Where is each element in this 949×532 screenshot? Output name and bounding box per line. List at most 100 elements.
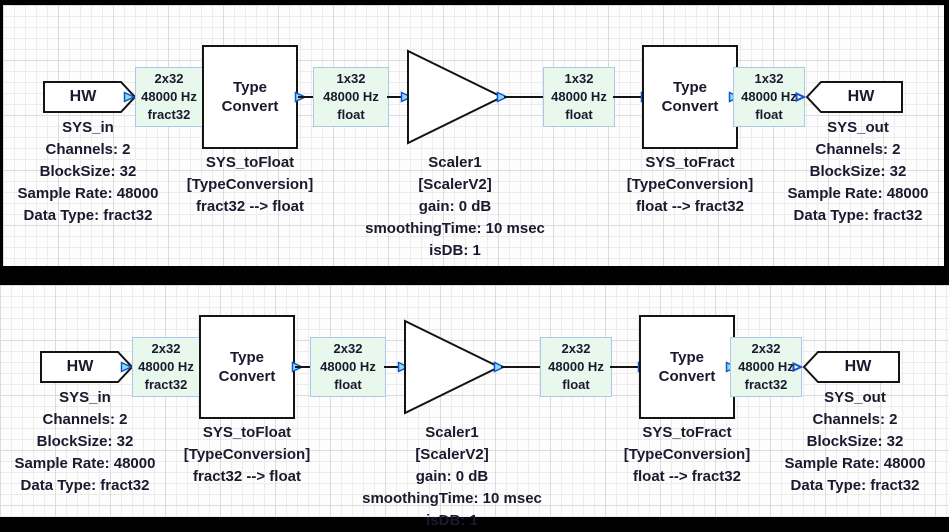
text-line: SYS_in: [59, 389, 111, 406]
text-line: Data Type: fract32: [23, 207, 153, 224]
text-line: [TypeConversion]: [186, 176, 314, 193]
text-line: Channels: 2: [812, 411, 898, 428]
text-line: Channels: 2: [42, 411, 128, 428]
text-line: float --> fract32: [636, 198, 744, 215]
text-line: [TypeConversion]: [183, 446, 311, 463]
pentagon-right-shape: [40, 351, 134, 383]
text-line: float: [755, 107, 783, 122]
text-line: isDB: 1: [429, 242, 481, 259]
wire[interactable]: [298, 96, 315, 98]
connection-pin-icon[interactable]: [496, 91, 509, 103]
text-line: fract32: [147, 107, 191, 122]
pentagon-left-shape: [802, 351, 900, 383]
text-line: SYS_out: [827, 119, 889, 136]
text-line: SYS_in: [62, 119, 114, 136]
hw-input-label: HW: [66, 358, 94, 375]
wire-label[interactable]: 2x32 48000 Hz fract32: [730, 337, 802, 397]
wire-label[interactable]: 1x32 48000 Hz float: [733, 67, 805, 127]
connection-pin-icon[interactable]: [493, 361, 506, 373]
scaler-block[interactable]: [403, 319, 503, 415]
type-convert-caption: SYS_toFract[TypeConversion]float --> fra…: [605, 152, 775, 218]
hw-input-label: HW: [69, 88, 97, 105]
text-line: smoothingTime: 10 msec: [362, 490, 542, 507]
text-line: float: [562, 377, 590, 392]
text-line: 2x32: [333, 341, 363, 356]
text-line: Sample Rate: 48000: [14, 455, 156, 472]
type-convert-caption: SYS_toFloat[TypeConversion]fract32 --> f…: [165, 152, 335, 218]
wire[interactable]: [384, 366, 405, 368]
type-convert-label: Type Convert: [661, 79, 719, 115]
text-line: BlockSize: 32: [809, 163, 907, 180]
text-line: 1x32: [754, 71, 784, 86]
text-line: 48000 Hz: [323, 89, 379, 104]
text-line: fract32 --> float: [193, 468, 301, 485]
text-line: float: [337, 107, 365, 122]
text-line: 48000 Hz: [551, 89, 607, 104]
text-line: BlockSize: 32: [36, 433, 134, 450]
type-convert-label: Type Convert: [218, 349, 276, 385]
text-line: SYS_out: [824, 389, 886, 406]
text-line: 48000 Hz: [741, 89, 797, 104]
type-convert-block-tofract[interactable]: Type Convert: [639, 315, 735, 419]
text-line: 2x32: [751, 341, 781, 356]
wire[interactable]: [501, 366, 542, 368]
type-convert-label: Type Convert: [221, 79, 279, 115]
signal-flow-canvas-bottom: HW 2x32 48000 Hz fract32 Type Convert 2x32…: [0, 285, 949, 529]
text-line: SYS_toFract: [645, 154, 735, 171]
text-line: fract32: [144, 377, 188, 392]
text-line: Channels: 2: [815, 141, 901, 158]
text-line: SYS_toFract: [642, 424, 732, 441]
connection-pin-icon[interactable]: [400, 91, 413, 103]
type-convert-block-tofloat[interactable]: Type Convert: [199, 315, 295, 419]
scaler-block[interactable]: [406, 49, 506, 145]
text-line: 48000 Hz: [141, 89, 197, 104]
text-line: 48000 Hz: [138, 359, 194, 374]
connection-pin-icon[interactable]: [120, 361, 133, 373]
type-convert-block-tofract[interactable]: Type Convert: [642, 45, 738, 149]
wire[interactable]: [387, 96, 408, 98]
wire[interactable]: [610, 366, 641, 368]
wire[interactable]: [504, 96, 545, 98]
text-line: 48000 Hz: [738, 359, 794, 374]
text-line: float --> fract32: [633, 468, 741, 485]
hw-output-label: HW: [844, 358, 872, 375]
connection-pin-icon[interactable]: [397, 361, 410, 373]
text-line: 48000 Hz: [548, 359, 604, 374]
text-line: SYS_toFloat: [202, 424, 292, 441]
text-line: BlockSize: 32: [39, 163, 137, 180]
text-line: Data Type: fract32: [20, 477, 150, 494]
hw-output-block[interactable]: HW: [805, 81, 903, 113]
text-line: [TypeConversion]: [623, 446, 751, 463]
text-line: Data Type: fract32: [793, 207, 923, 224]
connection-pin-icon[interactable]: [123, 91, 136, 103]
hw-input-block[interactable]: HW: [43, 81, 137, 113]
wire-label[interactable]: 1x32 48000 Hz float: [313, 67, 389, 127]
text-line: 1x32: [564, 71, 594, 86]
text-line: Data Type: fract32: [790, 477, 920, 494]
text-line: fract32: [744, 377, 788, 392]
wire-arrow-icon: [792, 361, 803, 373]
text-line: Sample Rate: 48000: [787, 185, 929, 202]
type-convert-block-tofloat[interactable]: Type Convert: [202, 45, 298, 149]
text-line: float: [565, 107, 593, 122]
hw-output-block[interactable]: HW: [802, 351, 900, 383]
wire[interactable]: [613, 96, 644, 98]
text-line: Sample Rate: 48000: [17, 185, 159, 202]
text-line: 1x32: [336, 71, 366, 86]
text-line: Channels: 2: [45, 141, 131, 158]
text-line: Sample Rate: 48000: [784, 455, 926, 472]
hw-input-block[interactable]: HW: [40, 351, 134, 383]
pentagon-left-shape: [805, 81, 903, 113]
pentagon-right-shape: [43, 81, 137, 113]
text-line: BlockSize: 32: [806, 433, 904, 450]
wire-label[interactable]: 1x32 48000 Hz float: [543, 67, 615, 127]
text-line: Scaler1: [428, 154, 482, 171]
wire[interactable]: [295, 366, 312, 368]
text-line: Scaler1: [425, 424, 479, 441]
type-convert-label: Type Convert: [658, 349, 716, 385]
